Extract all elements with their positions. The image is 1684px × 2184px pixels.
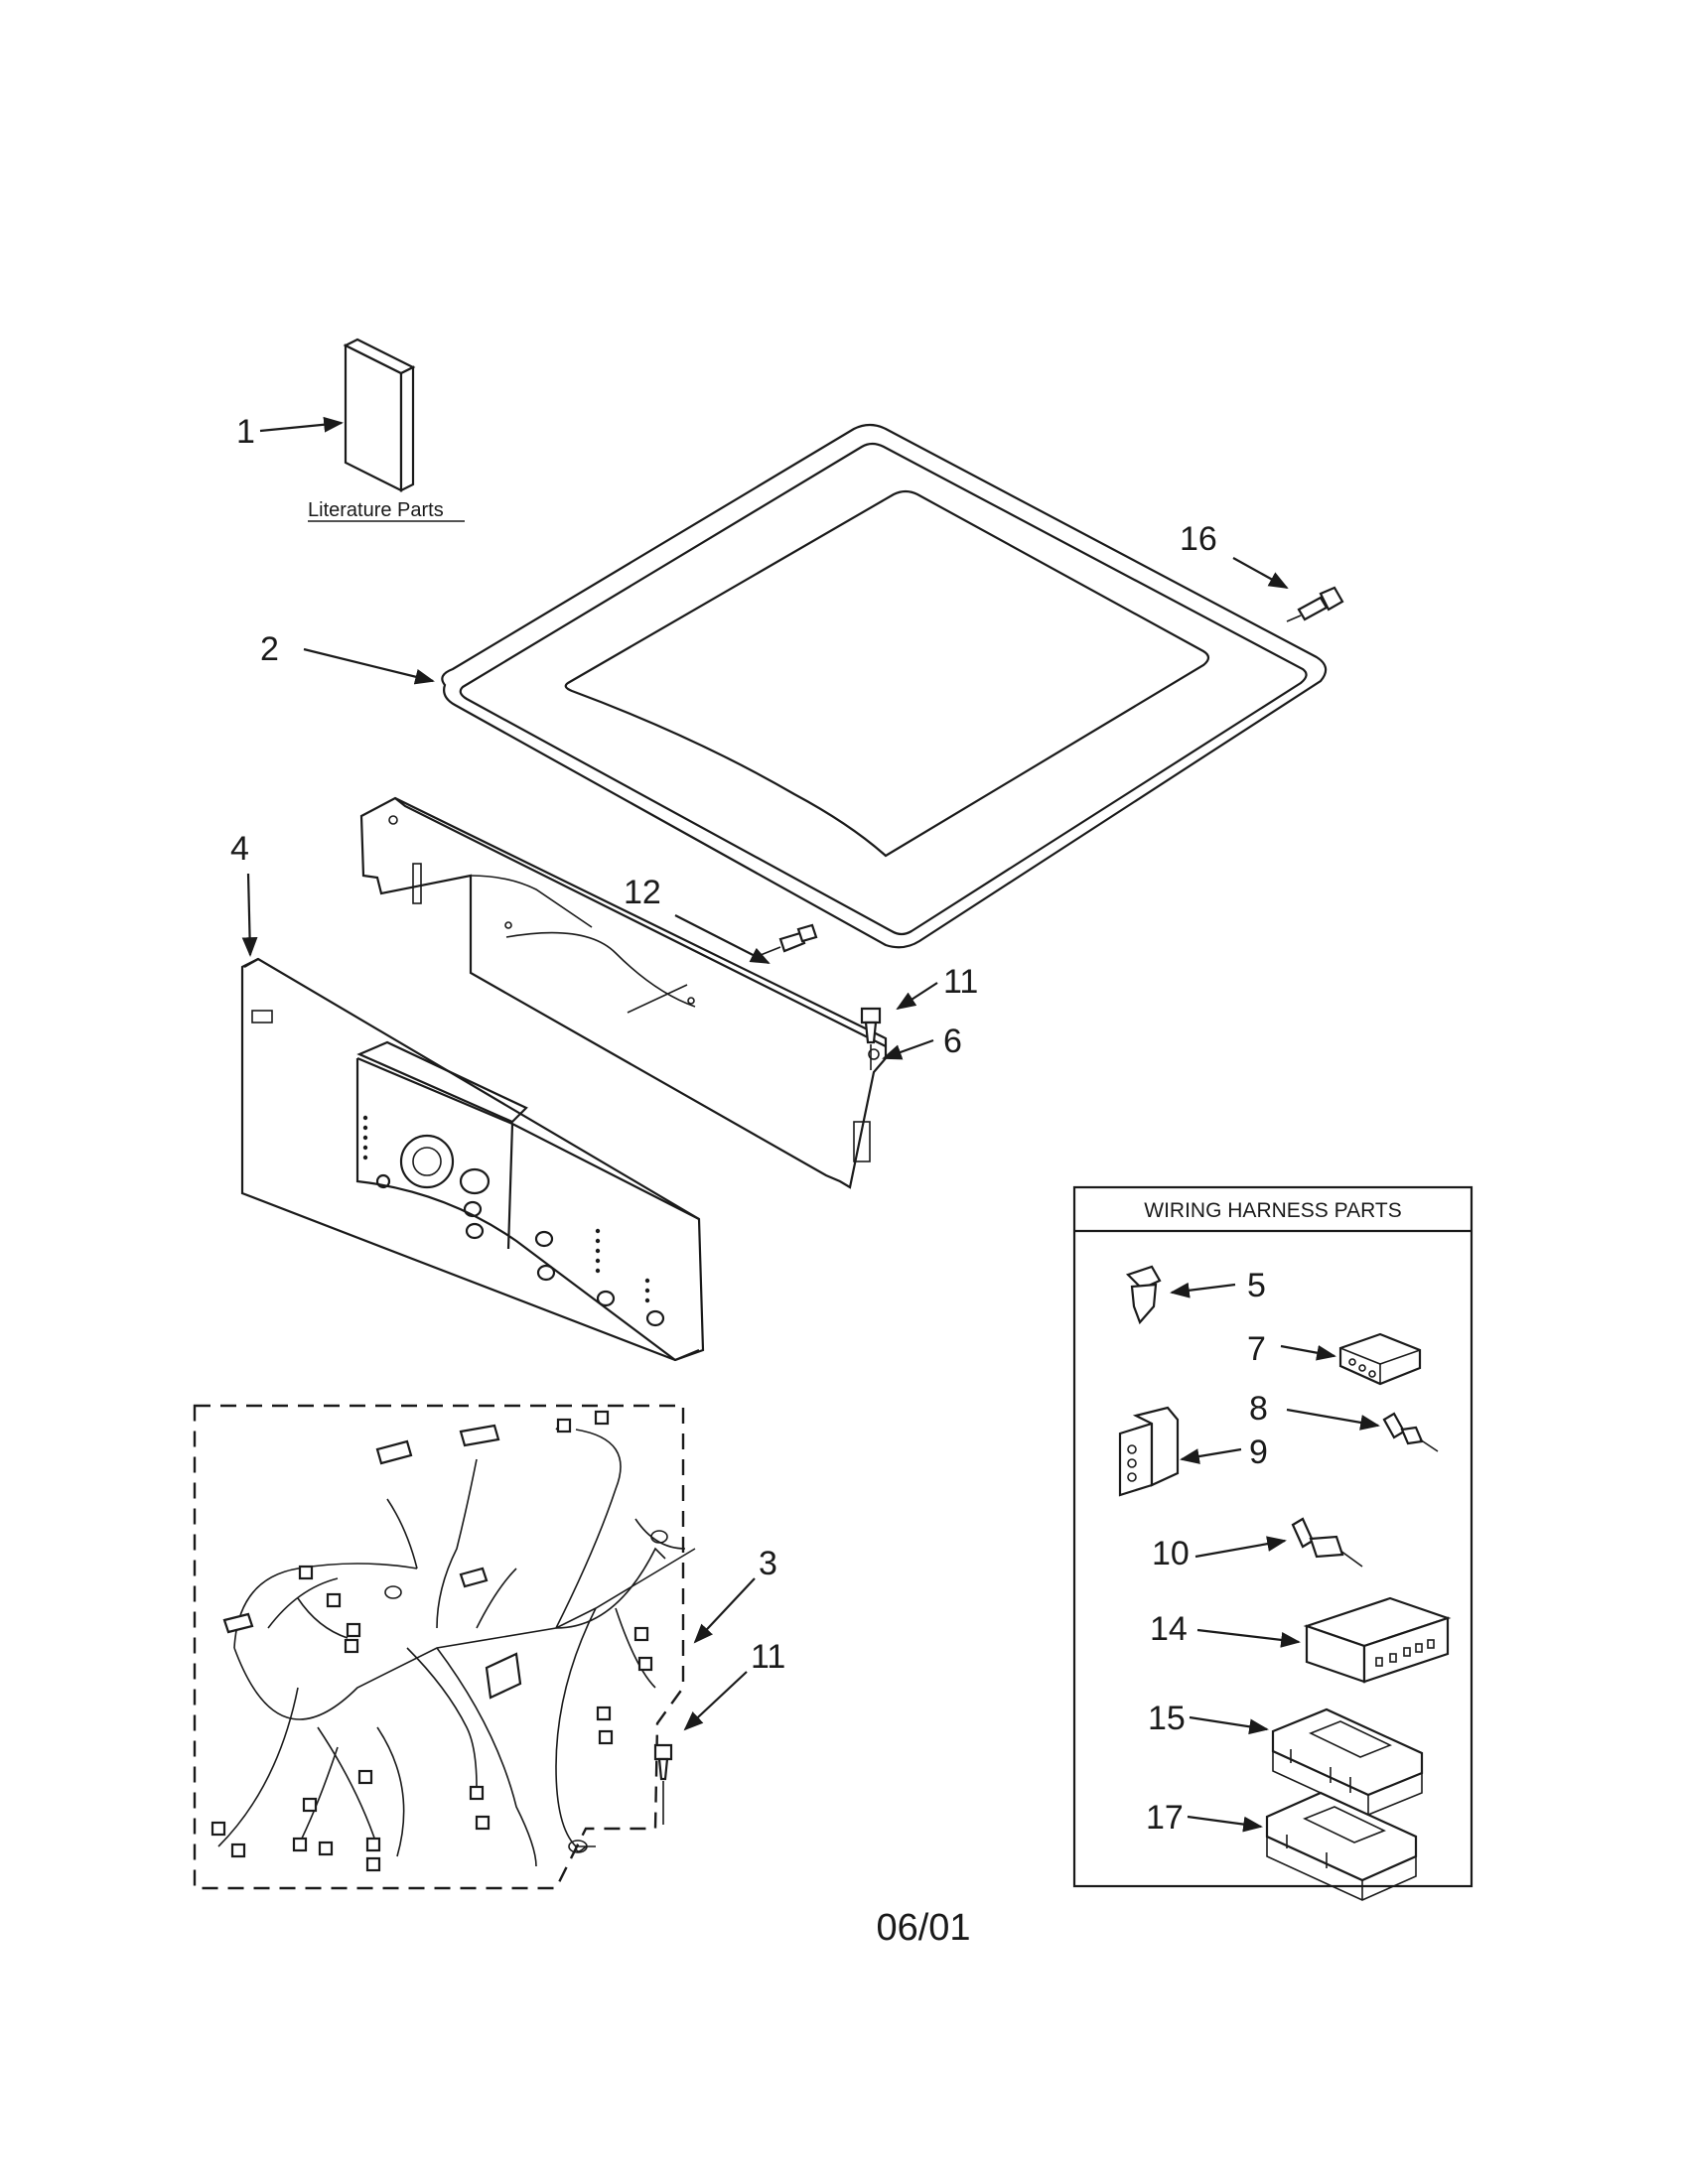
callout-3: 3	[759, 1545, 777, 1582]
housing-17-part	[1265, 1791, 1418, 1901]
leader-5	[1170, 1282, 1236, 1298]
callout-7: 7	[1247, 1330, 1266, 1368]
leader-11-upper	[896, 982, 938, 1011]
wiring-harness-part	[193, 1404, 696, 1890]
callout-8: 8	[1249, 1390, 1268, 1428]
callout-2: 2	[260, 630, 279, 668]
callout-10: 10	[1152, 1535, 1190, 1572]
bracket-6-part	[359, 796, 888, 1189]
leader-12	[674, 914, 771, 964]
leader-10	[1194, 1536, 1287, 1559]
leader-8	[1286, 1408, 1380, 1431]
callout-9: 9	[1249, 1433, 1268, 1471]
callout-5: 5	[1247, 1267, 1266, 1304]
screw-12-part	[760, 923, 818, 956]
console-indicator-dots	[362, 1115, 650, 1303]
console-panel-part	[240, 957, 705, 1362]
leader-6	[882, 1038, 934, 1060]
callout-12: 12	[624, 874, 661, 911]
connector-9-part	[1118, 1406, 1180, 1497]
literature-parts-label: Literature Parts	[308, 499, 444, 521]
leader-11-lower	[683, 1671, 748, 1731]
screw-16-part	[1286, 586, 1344, 622]
clip-5-part	[1125, 1265, 1162, 1325]
literature-booklet-part	[343, 338, 416, 492]
leader-4	[241, 873, 258, 957]
housing-15-part	[1271, 1707, 1424, 1816]
callout-11-upper: 11	[943, 963, 978, 1001]
leader-14	[1196, 1628, 1301, 1648]
callout-1: 1	[236, 413, 255, 451]
leader-16	[1232, 557, 1289, 589]
screw-11-upper-part	[860, 1007, 882, 1070]
terminal-8-part	[1382, 1412, 1439, 1452]
callout-17: 17	[1146, 1799, 1184, 1837]
leader-1	[259, 416, 344, 433]
leader-3	[693, 1577, 756, 1644]
callout-11-lower: 11	[751, 1638, 785, 1676]
callout-15: 15	[1148, 1700, 1186, 1737]
wiring-harness-parts-box	[1072, 1185, 1474, 1888]
callout-16: 16	[1180, 520, 1217, 558]
leader-15	[1189, 1715, 1269, 1735]
leader-7	[1280, 1344, 1336, 1361]
housing-14-part	[1303, 1596, 1452, 1684]
callout-4: 4	[230, 830, 249, 868]
connector-7-part	[1338, 1332, 1422, 1386]
harness-terminals	[210, 1410, 653, 1872]
top-panel-part	[441, 423, 1328, 949]
wiring-harness-box-title: WIRING HARNESS PARTS	[1144, 1199, 1401, 1222]
date-code: 06/01	[876, 1907, 970, 1949]
leader-17	[1187, 1815, 1263, 1833]
terminal-10-part	[1291, 1517, 1363, 1568]
leader-2	[303, 647, 435, 685]
screw-11-lower-part	[653, 1743, 673, 1825]
leader-9	[1180, 1447, 1242, 1464]
callout-6: 6	[943, 1023, 962, 1060]
callout-14: 14	[1150, 1610, 1188, 1648]
